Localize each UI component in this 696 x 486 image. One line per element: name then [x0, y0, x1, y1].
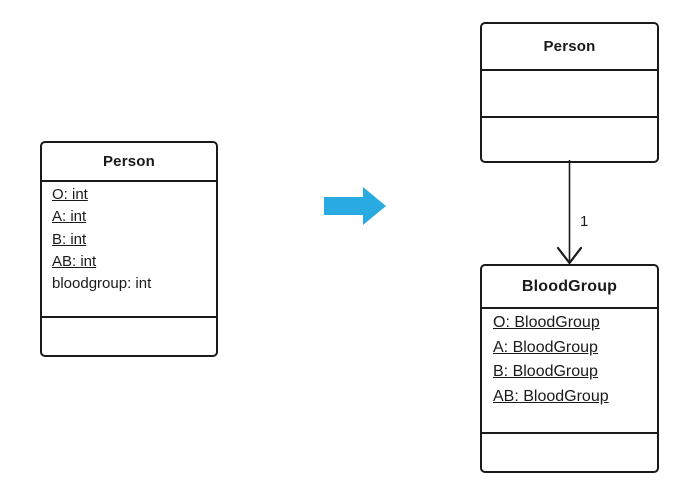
- attribute-row: O: int: [52, 186, 88, 203]
- transform-right-arrow-icon: [322, 186, 388, 226]
- attribute-row: B: int: [52, 230, 87, 248]
- right-arrow-icon: [324, 187, 386, 225]
- operations-compartment-person-before: [42, 316, 216, 355]
- operations-compartment-bloodgroup: [482, 432, 657, 471]
- class-box-person-after[interactable]: Person: [480, 22, 659, 163]
- attribute-row: A: int: [52, 208, 87, 226]
- class-name-bloodgroup: BloodGroup: [521, 277, 618, 295]
- association-connector-person-to-bloodgroup[interactable]: [540, 160, 610, 268]
- class-name-person-after: Person: [543, 38, 596, 55]
- class-box-bloodgroup[interactable]: BloodGroup O: BloodGroup A: BloodGroup B…: [480, 264, 659, 473]
- attribute-row: O: BloodGroup: [493, 314, 600, 331]
- attributes-compartment-person-after: [482, 69, 657, 116]
- attributes-compartment-person-before: O: int A: int B: int AB: int bloodgroup:…: [42, 180, 216, 316]
- attribute-row: AB: int: [52, 252, 97, 270]
- attribute-row: B: BloodGroup: [493, 363, 598, 381]
- attribute-row: A: BloodGroup: [493, 338, 598, 356]
- class-box-person-before[interactable]: Person O: int A: int B: int AB: int bloo…: [40, 141, 218, 357]
- class-name-person-before: Person: [102, 153, 156, 170]
- attribute-row: AB: BloodGroup: [493, 387, 609, 405]
- attributes-compartment-bloodgroup: O: BloodGroup A: BloodGroup B: BloodGrou…: [482, 307, 657, 432]
- attribute-row: bloodgroup: int: [52, 275, 152, 293]
- association-multiplicity-label: 1: [580, 213, 589, 230]
- association-arrow-icon: [556, 160, 583, 265]
- operations-compartment-person-after: [482, 116, 657, 161]
